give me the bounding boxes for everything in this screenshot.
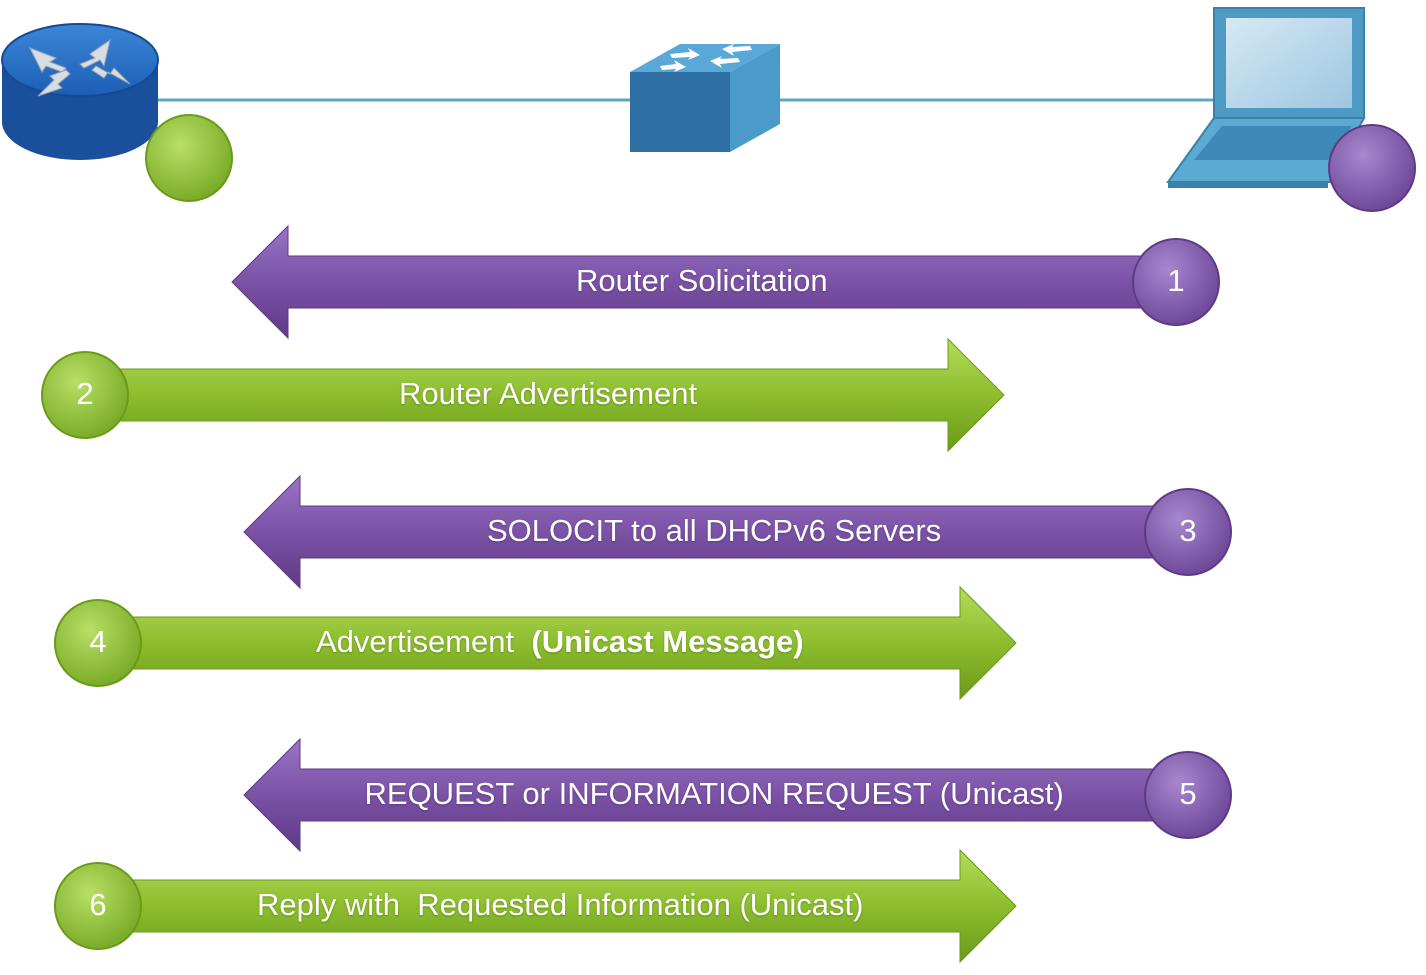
router-icon (1, 23, 159, 160)
message-label: Advertisement (Unicast Message) (316, 624, 804, 660)
message-label: REQUEST or INFORMATION REQUEST (Unicast) (365, 776, 1064, 812)
message-label: Router Advertisement (399, 376, 697, 412)
step-number: 2 (76, 376, 94, 411)
message-text: Advertisement (316, 624, 532, 659)
step-circle-6 (54, 862, 142, 950)
laptop-indicator-circle (1328, 124, 1416, 212)
step-number: 1 (1167, 263, 1185, 298)
message-arrows (41, 224, 1232, 964)
step-circle-2 (41, 351, 129, 439)
message-text: REQUEST or INFORMATION REQUEST (Unicast) (364, 776, 1064, 811)
message-emphasis: (Unicast Message) (531, 624, 804, 659)
message-label: SOLOCIT to all DHCPv6 Servers (487, 513, 941, 549)
message-label: Reply with Requested Information (Unicas… (257, 887, 863, 923)
step-number: 4 (89, 624, 107, 659)
message-label: Router Solicitation (576, 263, 828, 299)
laptop-icon (1166, 7, 1366, 188)
step-circle-4 (54, 599, 142, 687)
step-number: 5 (1179, 776, 1197, 811)
step-circle-1 (1132, 238, 1220, 326)
switch-icon (630, 44, 780, 152)
message-text: SOLOCIT to all DHCPv6 Servers (487, 513, 942, 548)
message-text: Router Advertisement (399, 376, 698, 411)
message-text: Router Solicitation (576, 263, 828, 298)
step-number: 6 (89, 887, 107, 922)
router-indicator-circle (145, 114, 233, 202)
step-number: 3 (1179, 513, 1197, 548)
step-circle-5 (1144, 751, 1232, 839)
message-text: Reply with Requested Information (Unicas… (257, 887, 864, 922)
step-circle-3 (1144, 488, 1232, 576)
